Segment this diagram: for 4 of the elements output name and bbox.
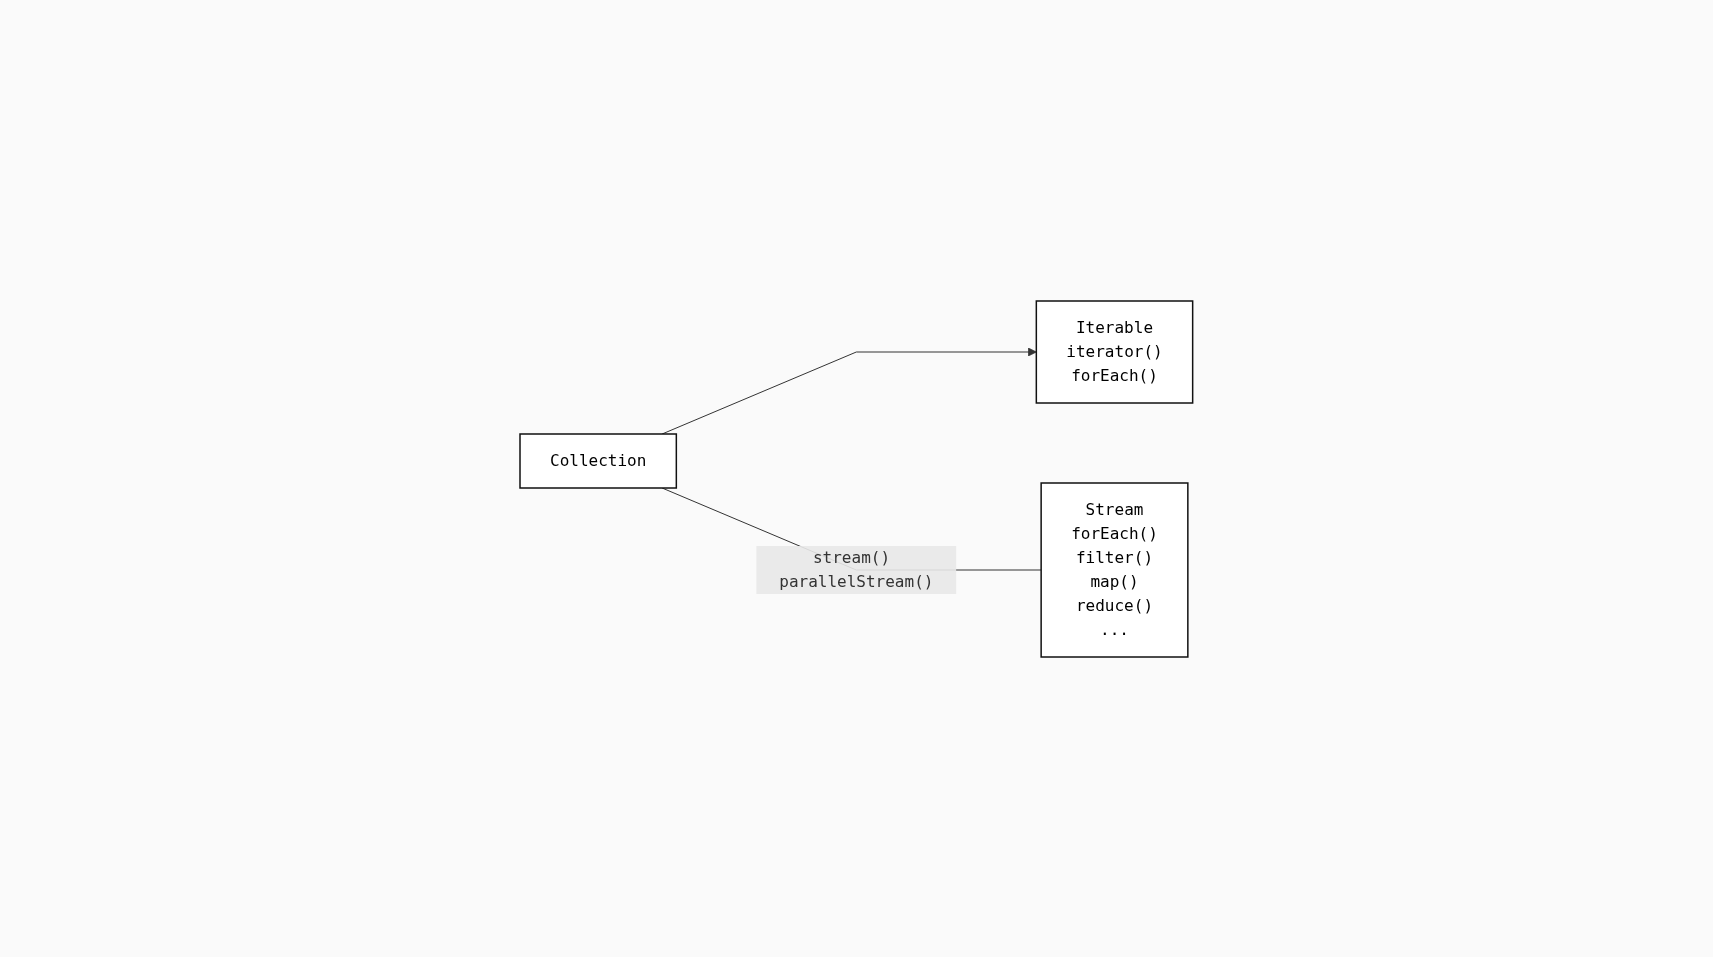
node-box: Stream forEach() filter() map() reduce() ... bbox=[1040, 481, 1189, 658]
node-box: Iterable iterator() forEach() bbox=[1035, 299, 1194, 404]
node-box: Collection bbox=[519, 432, 678, 489]
edge-label: stream() parallelStream() bbox=[779, 547, 934, 591]
